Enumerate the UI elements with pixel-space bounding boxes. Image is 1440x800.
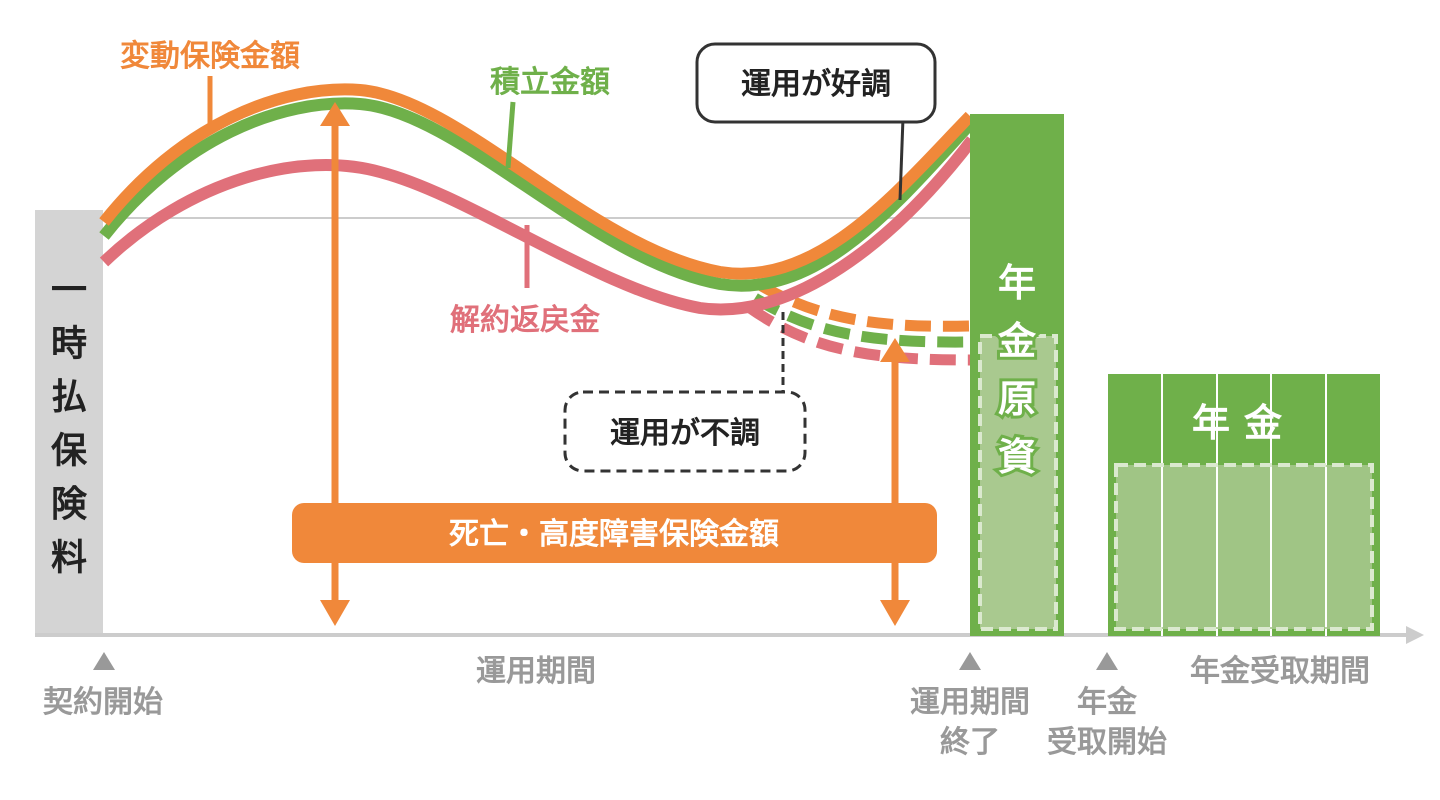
surrender-curve [99,136,977,316]
surrender-label: 解約返戻金 [450,303,601,338]
annuity-period-label: 年金受取期間 [1190,654,1370,689]
annuity-start-marker [1096,652,1118,670]
lump-sum-premium-bar [35,210,103,636]
poor-performance-box [563,390,807,473]
death-benefit-label: 死亡・高度障害保険金額 [449,517,779,552]
accumulated-curve [99,97,977,292]
vertical-char: 原 [998,377,1036,421]
vertical-char: 料 [51,538,87,579]
death-benefit-arrow-left-bottom [320,600,350,626]
vertical-char: 年 [998,261,1036,305]
operation-end-label-2: 終了 [940,725,1000,760]
vertical-char: 金 [997,319,1037,363]
variable-insurance-curve [99,83,975,280]
annuity-fund-pale-box [978,334,1058,631]
contract-start-label: 契約開始 [43,685,163,720]
green-poor-curve [752,293,971,348]
variable-insurance-label: 変動保険金額 [120,39,300,74]
vertical-char: 険 [51,484,88,525]
vertical-char: 時 [51,324,87,365]
vertical-char: 資 [998,435,1036,479]
vertical-char: 払 [51,377,87,418]
operation-period-label: 運用期間 [476,654,596,689]
annuity-label: 年金 [1192,401,1296,445]
annuity-start-label-1: 年金 [1077,685,1138,720]
good-performance-label: 運用が好調 [741,67,891,102]
death-benefit-arrow-left-top [320,102,350,126]
time-axis-arrowhead [1406,626,1424,644]
death-benefit-band [292,503,937,563]
vertical-char: 一 [51,270,87,311]
poor-performance-label: 運用が不調 [610,416,760,451]
vertical-char: 保 [51,431,88,472]
good-performance-box [695,42,937,124]
accumulated-label: 積立金額 [490,65,610,100]
operation-end-label-1: 運用期間 [910,685,1030,720]
contract-start-marker [93,652,115,670]
death-benefit-arrow-right-bottom [880,600,910,626]
leader-accumulated [505,101,516,169]
annuity-pale-box [1114,463,1374,631]
leader-good [898,117,905,201]
pink-poor-curve [746,303,971,366]
operation-end-marker [959,652,981,670]
death-benefit-arrow-right-top [880,338,910,362]
annuity-start-label-2: 受取開始 [1047,725,1167,760]
